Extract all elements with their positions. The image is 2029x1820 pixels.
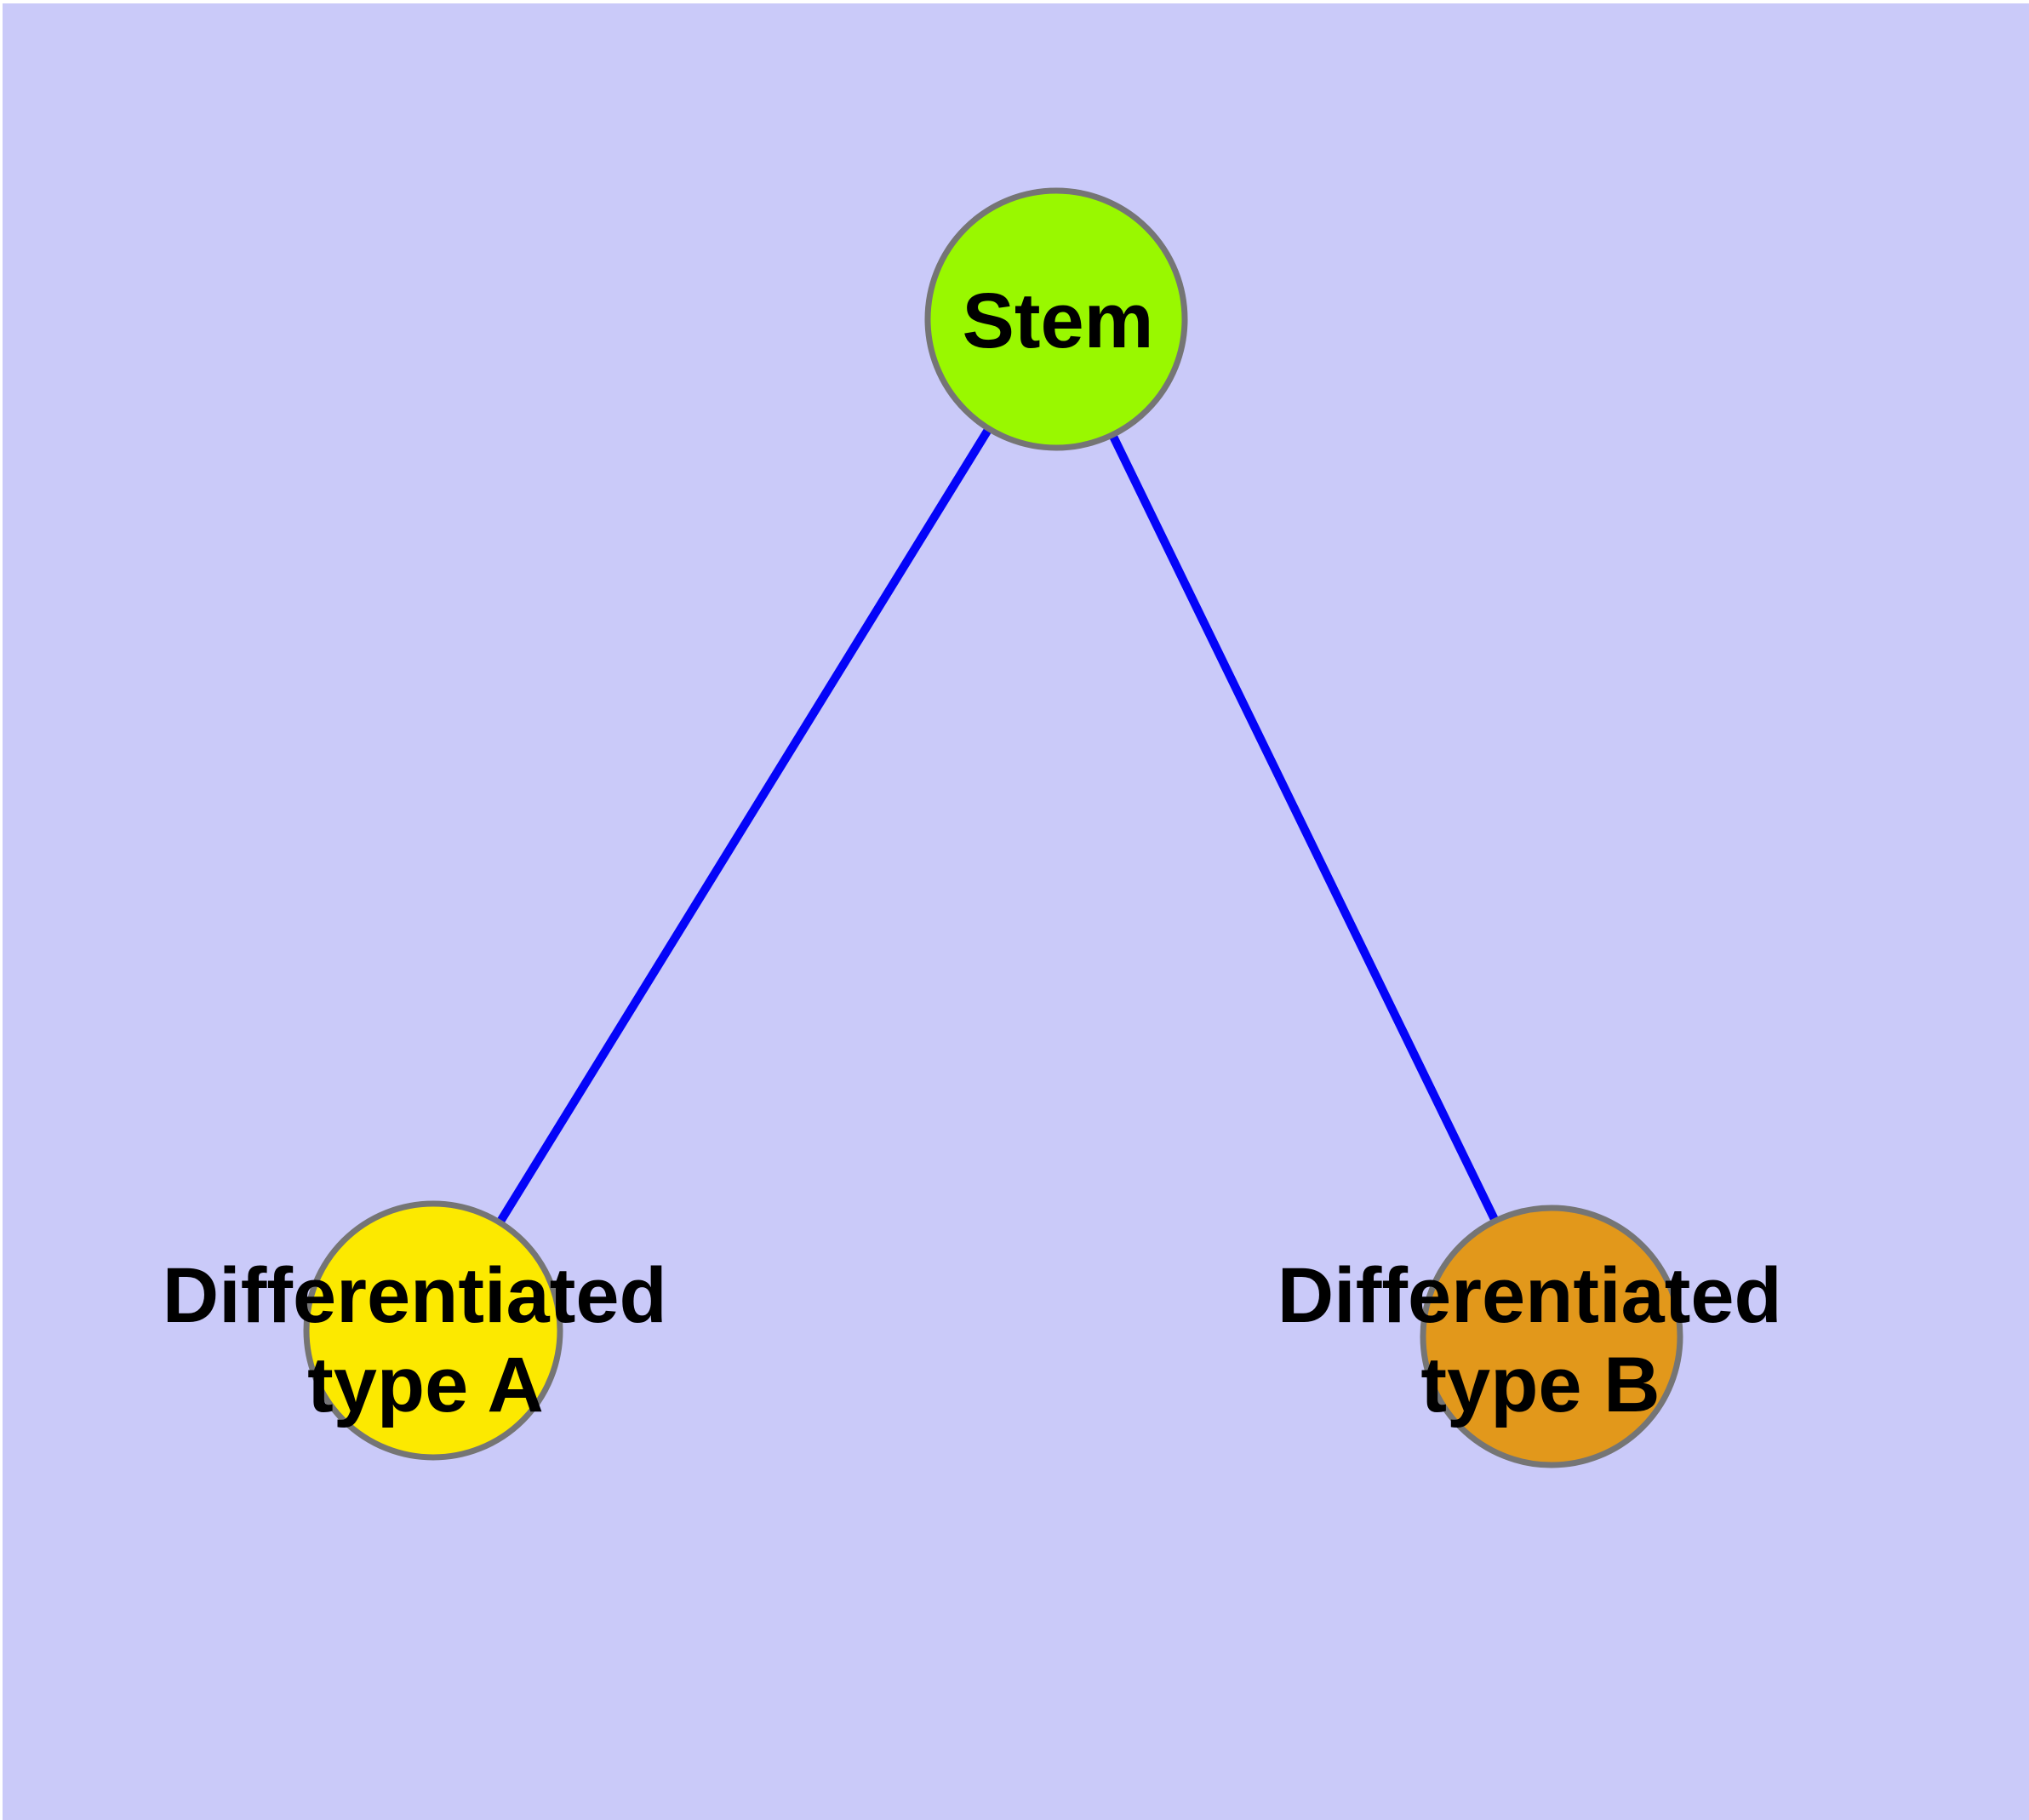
node-differentiated-type-b-label-line2: type B: [1420, 1342, 1660, 1428]
node-differentiated-type-a-label-line2: type A: [307, 1342, 544, 1428]
node-stem-label: Stem: [963, 278, 1154, 364]
node-stem-label-line1: Stem: [963, 278, 1154, 364]
node-differentiated-type-a: [303, 1200, 563, 1461]
node-differentiated-type-b-label-line1: Differentiated: [1277, 1252, 1782, 1339]
node-differentiated-type-b: [1420, 1205, 1683, 1468]
node-stem: [924, 187, 1188, 451]
edge-stem-to-type-b: [1052, 317, 1556, 1339]
node-differentiated-type-a-label: Differentiated type A: [163, 1252, 689, 1428]
node-differentiated-type-a-label-line1: Differentiated: [163, 1252, 667, 1339]
edge-stem-to-type-a: [429, 317, 1060, 1333]
node-differentiated-type-b-label: Differentiated type B: [1277, 1252, 1804, 1428]
